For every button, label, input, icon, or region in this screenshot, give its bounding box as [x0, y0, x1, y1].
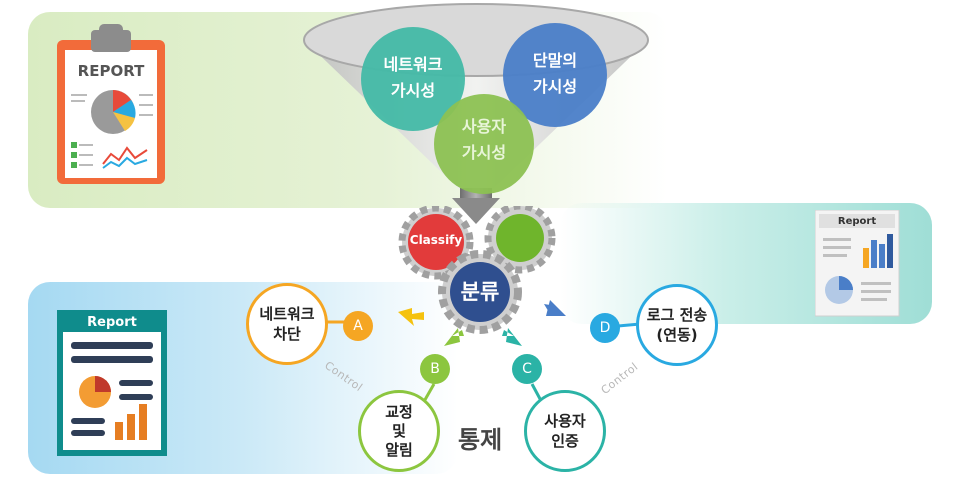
- gears-graphic: [398, 206, 556, 334]
- right-report-title: Report: [838, 216, 876, 227]
- bubble-user: [434, 94, 534, 194]
- right-report-icon: Report: [815, 210, 900, 317]
- node-c-badge: C: [512, 354, 542, 384]
- node-d-badge: D: [590, 313, 620, 343]
- control-title: 통제: [458, 426, 503, 454]
- left-report-icon: Report: [57, 310, 167, 456]
- classify-center-label: 분류: [460, 280, 500, 304]
- node-log-transfer: 로그 전송(연동): [636, 284, 718, 366]
- classify-label: Classify: [409, 233, 463, 247]
- report-title: REPORT: [78, 62, 145, 80]
- node-a-badge: A: [343, 311, 373, 341]
- left-report-title: Report: [87, 315, 137, 330]
- node-b-badge: B: [420, 354, 450, 384]
- clipboard-report-icon: REPORT: [57, 24, 165, 184]
